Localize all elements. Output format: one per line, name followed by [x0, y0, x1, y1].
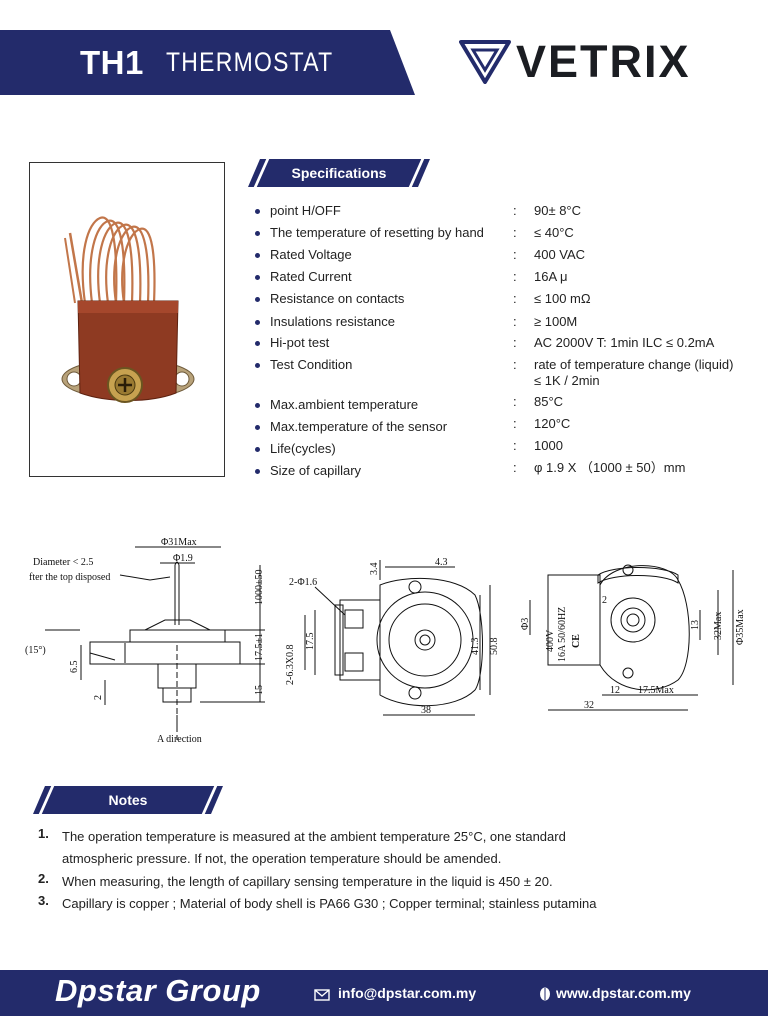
- dim-label: 1000±50: [254, 570, 265, 606]
- dim-label: 41.3: [470, 638, 481, 656]
- dim-label: 17.5Max: [638, 685, 674, 696]
- dim-label: 13: [690, 620, 701, 630]
- thermostat-photo-illustration: [61, 216, 195, 403]
- dim-label: 2-Φ1.6: [289, 577, 317, 588]
- dim-label: 2: [602, 595, 607, 606]
- spec-value-line2: ≤ 1K / 2min: [534, 373, 600, 388]
- product-photo: [29, 162, 225, 477]
- dim-label: 12: [610, 685, 620, 696]
- model-name: TH1: [80, 44, 144, 81]
- globe-icon: [540, 987, 550, 1001]
- rear-view-drawing: 400V 16A 50/60HZ CE Φ3 2 13 32Max Φ35Max…: [520, 564, 746, 711]
- dim-label: 50.8: [489, 638, 500, 656]
- dim-label: 3.4: [369, 563, 380, 576]
- footer-brand: Dpstar Group: [55, 973, 261, 1008]
- marking-text: CE: [571, 634, 582, 648]
- dim-label: 32: [584, 700, 594, 711]
- marking-text: 400V: [545, 629, 556, 652]
- direction-label: A direction: [157, 734, 202, 745]
- dim-label: 4.3: [435, 557, 448, 568]
- brand-logo-text: VETRIX: [516, 36, 691, 87]
- header-banner: [0, 30, 415, 95]
- marking-text: 16A 50/60HZ: [557, 607, 568, 662]
- product-type: THERMOSTAT: [166, 47, 334, 77]
- dim-label: 17.5: [305, 633, 316, 651]
- email-link[interactable]: info@dpstar.com.my: [338, 985, 477, 1001]
- dim-label: 15: [254, 685, 265, 695]
- dim-label: Φ1.9: [173, 553, 193, 564]
- vetrix-logo-icon: [459, 40, 511, 84]
- dim-label: (15°): [25, 645, 46, 656]
- dim-label: 2: [93, 695, 104, 700]
- dim-label: 2-6.3X0.8: [285, 644, 296, 685]
- specifications-heading: Specifications: [248, 159, 430, 187]
- dim-label: 6.5: [69, 661, 80, 674]
- dim-label: Φ3: [520, 618, 531, 630]
- drawing-note-diameter: Diameter < 2.5: [33, 557, 93, 568]
- dim-label: Φ35Max: [735, 609, 746, 645]
- drawing-note-top: fter the top disposed: [29, 572, 110, 583]
- dim-label: 17.5±1: [254, 633, 265, 661]
- mail-icon: [314, 989, 330, 1001]
- dim-label: 38: [421, 705, 431, 716]
- dim-label: Φ31Max: [161, 537, 197, 548]
- dim-label: 32Max: [713, 612, 724, 640]
- website-link[interactable]: www.dpstar.com.my: [556, 985, 691, 1001]
- side-view-drawing: Diameter < 2.5 fter the top disposed Φ31…: [25, 537, 265, 745]
- notes-heading: Notes: [33, 786, 223, 814]
- front-view-drawing: 2-Φ1.6 3.4 4.3 17.5 2-6.3X0.8 41.3 50.8 …: [285, 557, 500, 716]
- footer-bar: [0, 970, 768, 1016]
